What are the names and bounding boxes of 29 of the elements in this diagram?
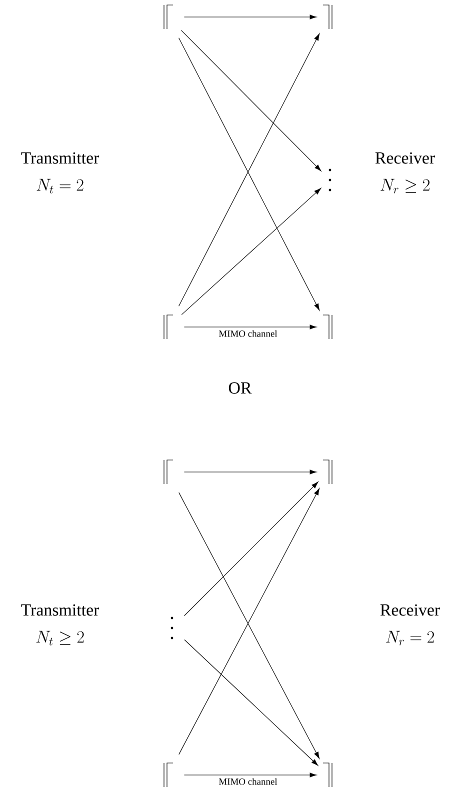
- edge-label: MIMO channel: [218, 778, 278, 785]
- text-label: OR: [228, 382, 252, 394]
- text-label: Transmitter: [21, 152, 100, 164]
- edge-label: MIMO channel: [218, 330, 278, 337]
- antenna-icon: [164, 460, 174, 484]
- antenna-icon: [322, 4, 332, 30]
- text-label: Transmitter: [21, 604, 100, 616]
- arrow: [184, 482, 318, 616]
- antenna-icon: [164, 314, 174, 340]
- arrow: [184, 324, 317, 330]
- arrow: [184, 470, 317, 474]
- antenna-icon: [322, 762, 332, 788]
- formula-label: $N_r = 2$: [386, 630, 434, 646]
- antenna-icon: [164, 4, 174, 30]
- formula-label: $N_t = 2$: [36, 178, 84, 194]
- arrow: [184, 772, 317, 778]
- arrow: [180, 30, 322, 172]
- antenna-icon: [164, 762, 174, 788]
- arrow: [181, 188, 322, 315]
- arrow: [184, 14, 317, 20]
- formula-label: $N_r \geq 2$: [380, 178, 430, 194]
- ellipsis-dots: [170, 616, 174, 640]
- antenna-icon: [322, 460, 332, 484]
- text-label: Receiver: [380, 604, 440, 616]
- antenna-icon: [322, 314, 332, 340]
- arrow: [184, 639, 318, 766]
- ellipsis-dots: [328, 168, 332, 192]
- text-label: Receiver: [375, 152, 435, 164]
- formula-label: $N_t \geq 2$: [36, 630, 84, 646]
